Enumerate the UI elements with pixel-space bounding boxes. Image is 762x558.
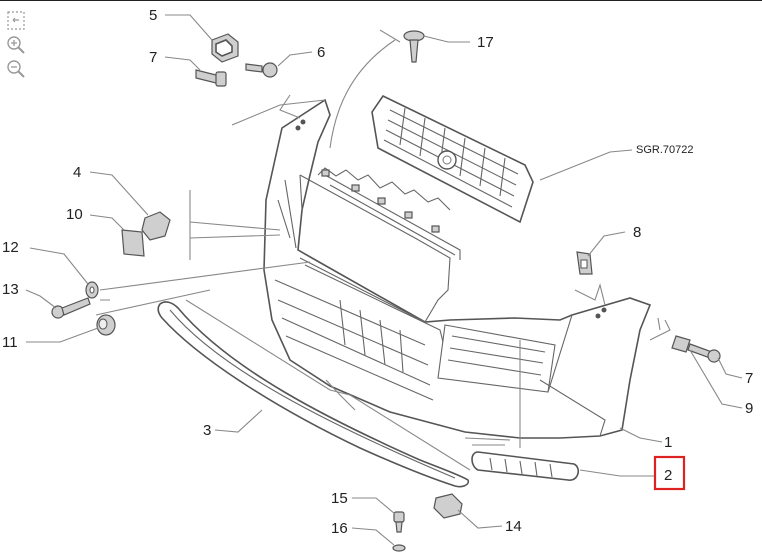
callout-5[interactable]: 5 [149, 7, 157, 24]
callout-2[interactable]: 2 [664, 467, 672, 484]
callout-1[interactable]: 1 [664, 434, 672, 451]
callout-12[interactable]: 12 [2, 239, 19, 256]
top-border [0, 0, 762, 1]
clip-14[interactable] [433, 493, 463, 519]
callout-7-right[interactable]: 7 [745, 370, 753, 387]
clip-8[interactable] [576, 251, 593, 275]
callout-8[interactable]: 8 [633, 224, 641, 241]
front-grille[interactable] [371, 94, 534, 224]
callout-3[interactable]: 3 [203, 422, 211, 439]
washer-12[interactable] [85, 281, 99, 299]
guide-lines [95, 29, 671, 471]
callout-14[interactable]: 14 [505, 518, 522, 535]
screw-7-left[interactable] [195, 69, 227, 87]
bolt-7-right[interactable] [671, 335, 721, 363]
leader-lines [25, 14, 743, 546]
callout-17[interactable]: 17 [477, 34, 494, 51]
pad-10[interactable] [121, 229, 145, 257]
zoom-out-icon[interactable] [4, 58, 28, 80]
reference-code: SGR.70722 [636, 144, 693, 156]
spacer-11[interactable] [96, 314, 116, 336]
callout-16[interactable]: 16 [331, 520, 348, 537]
callout-9[interactable]: 9 [745, 400, 753, 417]
bracket-4[interactable] [141, 211, 171, 241]
expand-icon[interactable] [4, 10, 28, 32]
screw-15[interactable] [393, 511, 405, 533]
callout-15[interactable]: 15 [331, 490, 348, 507]
washer-16[interactable] [392, 544, 406, 552]
screw-6[interactable] [245, 62, 278, 78]
viewer-toolbar [4, 10, 32, 82]
front-bumper[interactable] [263, 98, 652, 439]
tow-hook-cover[interactable] [471, 451, 580, 481]
clip-5[interactable] [211, 33, 239, 63]
lower-spoiler-strip[interactable] [157, 301, 470, 488]
bolt-13[interactable] [51, 297, 91, 319]
callout-11[interactable]: 11 [2, 334, 18, 351]
callout-7-top[interactable]: 7 [149, 49, 157, 66]
callout-13[interactable]: 13 [2, 281, 19, 298]
callout-4[interactable]: 4 [73, 164, 81, 181]
zoom-in-icon[interactable] [4, 34, 28, 56]
push-pin-17[interactable] [403, 30, 425, 63]
callout-6[interactable]: 6 [317, 44, 325, 61]
callout-10[interactable]: 10 [66, 206, 83, 223]
highlight-box-2 [653, 455, 686, 491]
